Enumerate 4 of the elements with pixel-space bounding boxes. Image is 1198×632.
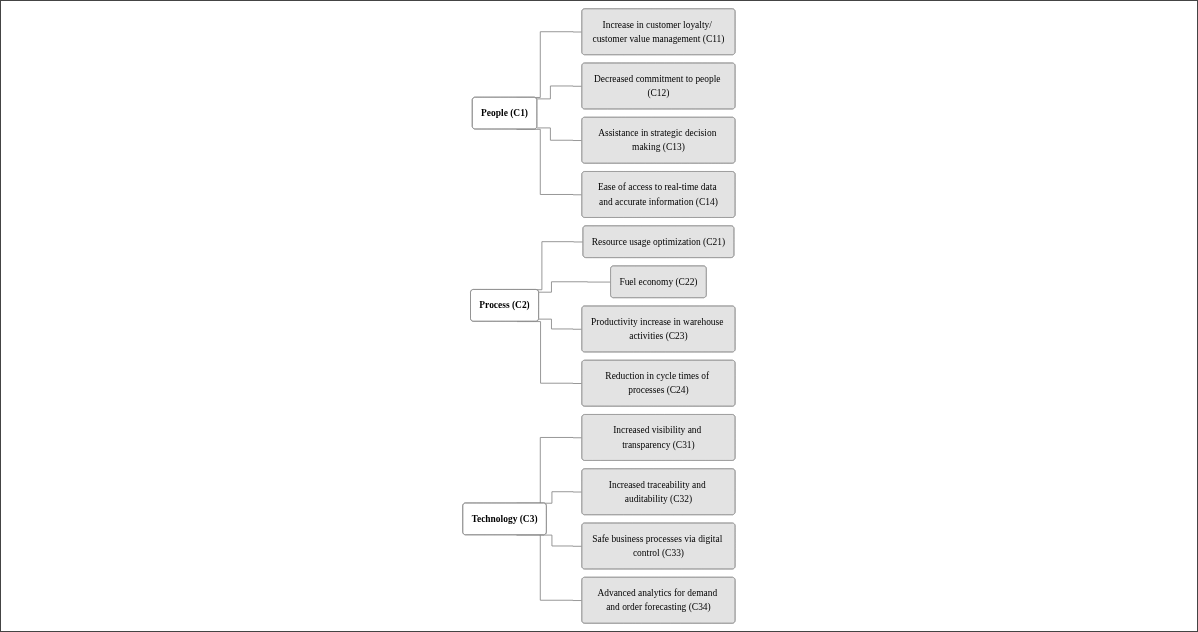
connector [536, 127, 583, 141]
connector [538, 281, 612, 293]
connector [536, 85, 583, 100]
connector [538, 318, 583, 330]
